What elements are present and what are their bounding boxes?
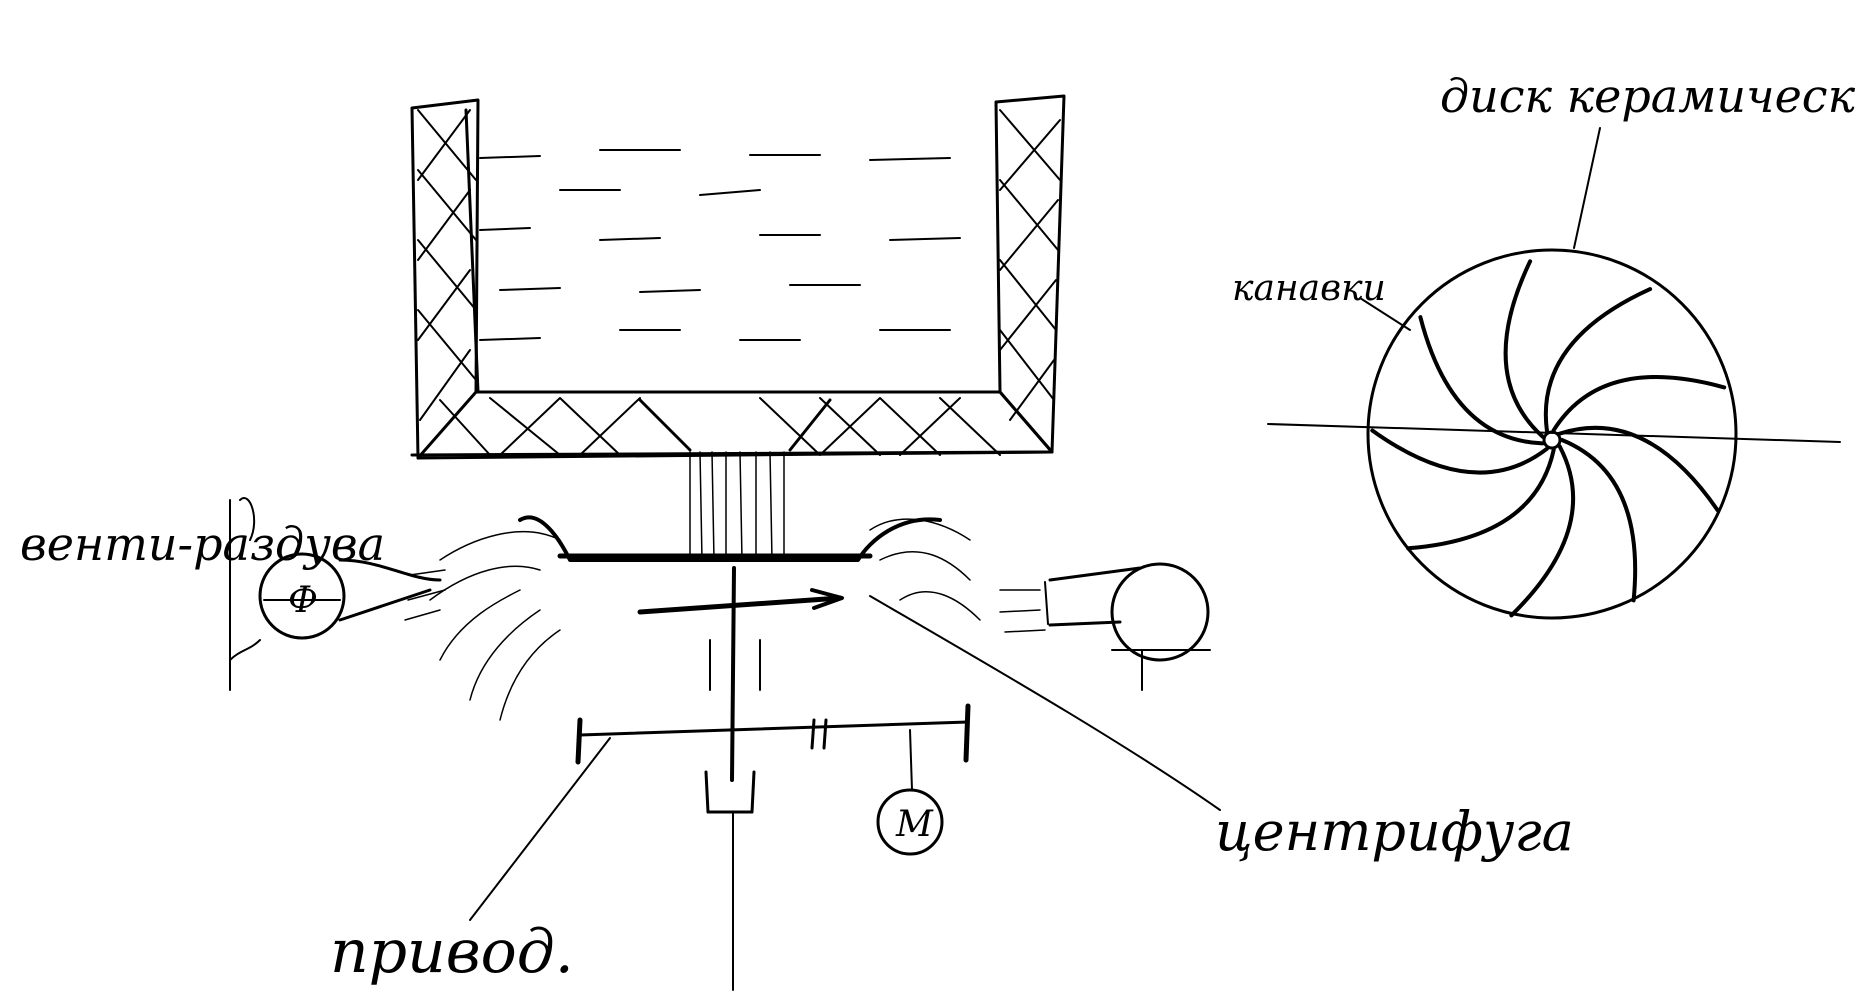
melt-stream xyxy=(689,451,785,561)
fan-symbol: Ф xyxy=(288,580,318,621)
motor-symbol xyxy=(876,788,944,856)
drive-label: привод. xyxy=(330,917,574,987)
disk-groove xyxy=(1557,425,1720,513)
disk-groove xyxy=(1551,375,1727,433)
ceramic-disk xyxy=(1267,127,1841,620)
disk-groove xyxy=(1406,447,1556,551)
drive-leader xyxy=(469,737,611,921)
disk-groove xyxy=(1418,315,1545,446)
fan-leader xyxy=(229,497,261,661)
centrifuge-label: центрифуга xyxy=(1215,800,1574,863)
disk-groove xyxy=(1543,287,1653,434)
drive-belt xyxy=(575,703,971,791)
grooves-label: канавки xyxy=(1232,268,1386,309)
disk-grooves xyxy=(1370,259,1727,618)
disk-groove xyxy=(1370,428,1549,475)
motor-label: М xyxy=(895,804,934,845)
fan-right xyxy=(999,562,1211,691)
disk-groove xyxy=(1560,438,1638,603)
disk-groove xyxy=(1503,259,1545,439)
disk-groove xyxy=(1509,444,1576,618)
centrifuge-cup xyxy=(429,515,981,991)
fan-left xyxy=(229,499,446,691)
crucible xyxy=(410,94,1066,460)
disk-label: диск керамический xyxy=(1440,69,1856,123)
centrifuge-leader xyxy=(869,595,1221,811)
fan-label: венти-раздува xyxy=(20,517,385,571)
